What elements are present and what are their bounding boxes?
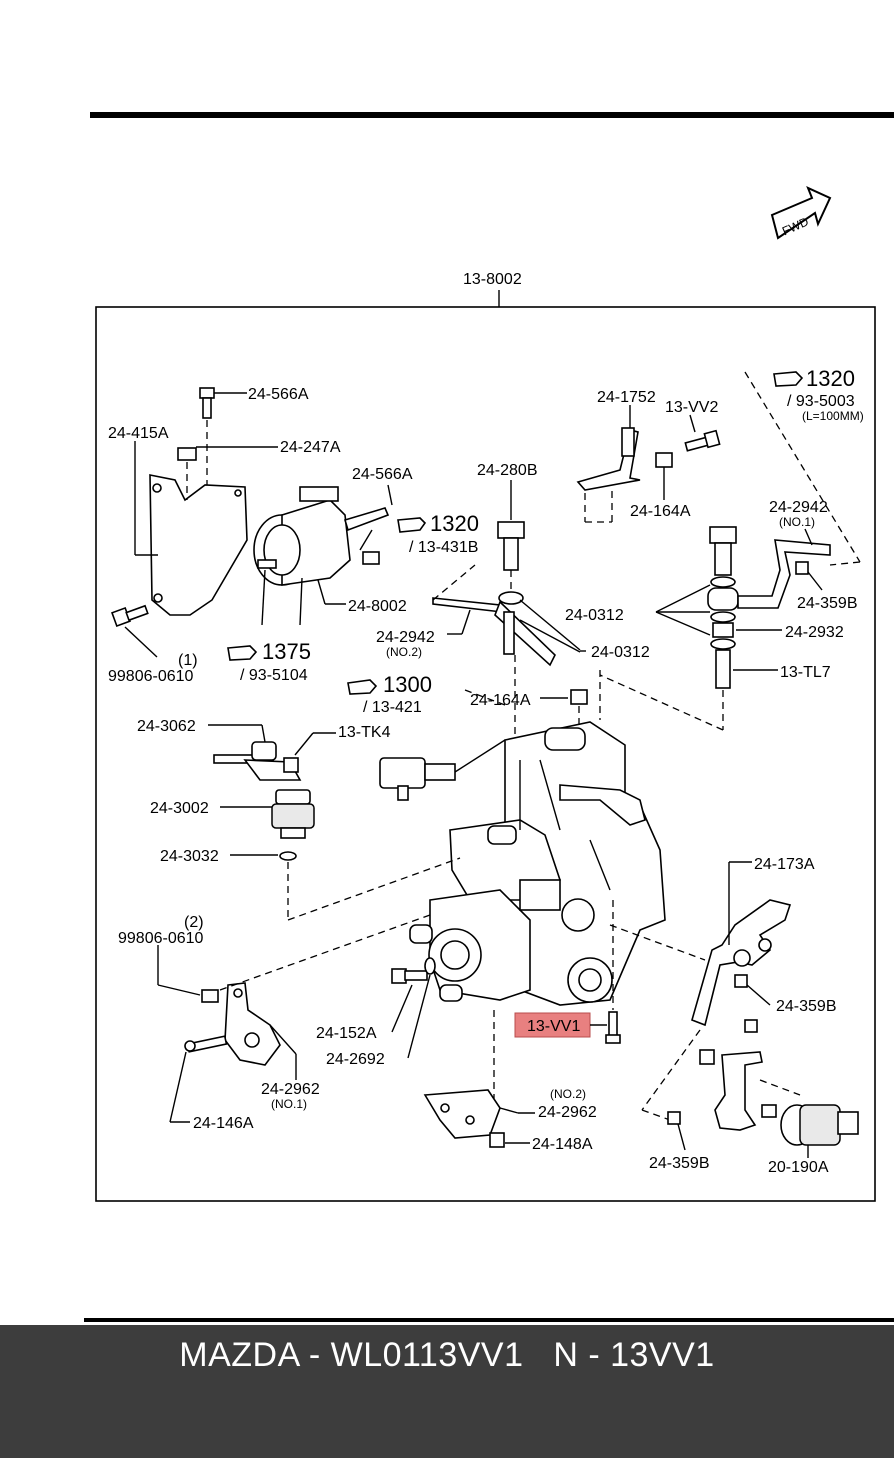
note-paren-1: (1) [178,652,198,669]
label-24-148A: 24-148A [532,1136,593,1153]
note-paren-2: (2) [184,914,204,931]
nut-24-164A-mid [570,689,588,705]
bracket-lower-right [699,1019,777,1131]
bolt-24-146A [184,1035,228,1053]
hand-pointer-icon [227,645,258,661]
label-99806-0610-2: 99806-0610 [118,930,204,947]
label-24-3062: 24-3062 [137,718,196,735]
main-assembly-label: 13-8002 [463,271,522,288]
label-24-3002: 24-3002 [150,800,209,817]
footer-bar [0,1325,894,1458]
bottom-rule [84,1318,894,1322]
lever-24-173A [691,899,792,1027]
note-no1-b: (NO.1) [271,1097,307,1111]
hand-pointer-icon [347,679,378,695]
label-20-190A: 20-190A [768,1159,829,1176]
bracket-24-2962-no1 [224,982,281,1066]
label-24-2942-no1: 24-2942 [769,499,828,516]
note-no2-b: (NO.2) [550,1087,586,1101]
banjo-assembly [707,526,831,689]
ref-93-5104: / 93-5104 [240,667,308,684]
label-24-2962-no2: 24-2962 [538,1104,597,1121]
bolt-24-148A [489,1132,505,1148]
washer-24-2692 [424,957,436,975]
label-24-164A-mid: 24-164A [470,692,531,709]
plate-24-2962-no2 [423,1089,501,1139]
bolt-24-566A-mid [362,551,380,565]
label-24-164A-top: 24-164A [630,503,691,520]
ref-1300: 1300 [383,672,432,697]
note-L100MM: (L=100MM) [802,409,864,423]
label-24-2942-no2: 24-2942 [376,629,435,646]
label-24-3032: 24-3032 [160,848,219,865]
bolt-13-VV2 [684,429,721,452]
bolt-24-566A-top [199,387,215,419]
nut-24-247A [177,447,197,461]
sensor-20-190A [780,1104,859,1146]
label-24-8002: 24-8002 [348,598,407,615]
ref-1320-a: 1320 [430,511,479,536]
label-13-TK4: 13-TK4 [338,724,391,741]
lever-24-2942-no2 [432,597,556,667]
bolt-24-359B-bot [667,1111,681,1125]
label-24-359B-top: 24-359B [797,595,858,612]
label-24-1752: 24-1752 [597,389,656,406]
label-24-247A: 24-247A [280,439,341,456]
label-24-415A: 24-415A [108,425,169,442]
label-24-566A-top: 24-566A [248,386,309,403]
nut-13-TK4-small [283,757,299,773]
ref-13-431B: / 13-431B [409,539,478,556]
top-rule [90,112,894,118]
highlight-13-VV1 [514,1012,591,1038]
label-24-2932: 24-2932 [785,624,844,641]
bolt-13-VV1 [605,1011,621,1044]
actuator-24-8002 [253,486,390,626]
ref-1320-b: 1320 [806,366,855,391]
label-24-2692: 24-2692 [326,1051,385,1068]
label-99806-0610-1: 99806-0610 [108,668,194,685]
oring-24-3032 [279,851,297,861]
bolt-24-359B-mid [734,974,748,988]
bolt-24-359B-top [795,561,809,575]
parts-diagram: FWD 13-8002 [84,112,894,1322]
label-24-2962-no1: 24-2962 [261,1081,320,1098]
ref-93-5003: / 93-5003 [787,393,855,410]
part-number-caption: MAZDA - WL0113VV1 N - 13VV1 [179,1336,715,1374]
label-24-152A: 24-152A [316,1025,377,1042]
ref-13-421: / 13-421 [363,699,422,716]
label-24-566A-mid: 24-566A [352,466,413,483]
label-24-359B-mid: 24-359B [776,998,837,1015]
hand-pointer-icon [397,517,427,533]
label-24-0312-a: 24-0312 [565,607,624,624]
hand-pointer-icon [773,371,804,387]
label-13-VV1: 13-VV1 [527,1018,580,1035]
label-13-VV2: 13-VV2 [665,399,718,416]
connector-13-TK4 [379,739,506,801]
bracket-24-1752 [576,427,641,491]
label-24-146A: 24-146A [193,1115,254,1132]
label-13-TL7: 13-TL7 [780,664,831,681]
bolt-24-280B [497,521,525,605]
note-no2-a: (NO.2) [386,645,422,659]
label-24-173A: 24-173A [754,856,815,873]
fwd-arrow-icon: FWD [770,186,832,240]
label-24-0312-b: 24-0312 [591,644,650,661]
label-24-280B: 24-280B [477,462,538,479]
ref-1375: 1375 [262,639,311,664]
bolt-24-152A [391,968,428,984]
solenoid-24-3002 [271,789,315,839]
bolt-99806-0610-2 [201,989,219,1003]
bracket-24-415A [149,474,248,616]
diagram-frame [95,306,876,1202]
note-no1-a: (NO.1) [779,515,815,529]
label-24-359B-bot: 24-359B [649,1155,710,1172]
bolt-99806-0610-1 [111,604,149,627]
nut-24-164A-top [655,452,673,468]
